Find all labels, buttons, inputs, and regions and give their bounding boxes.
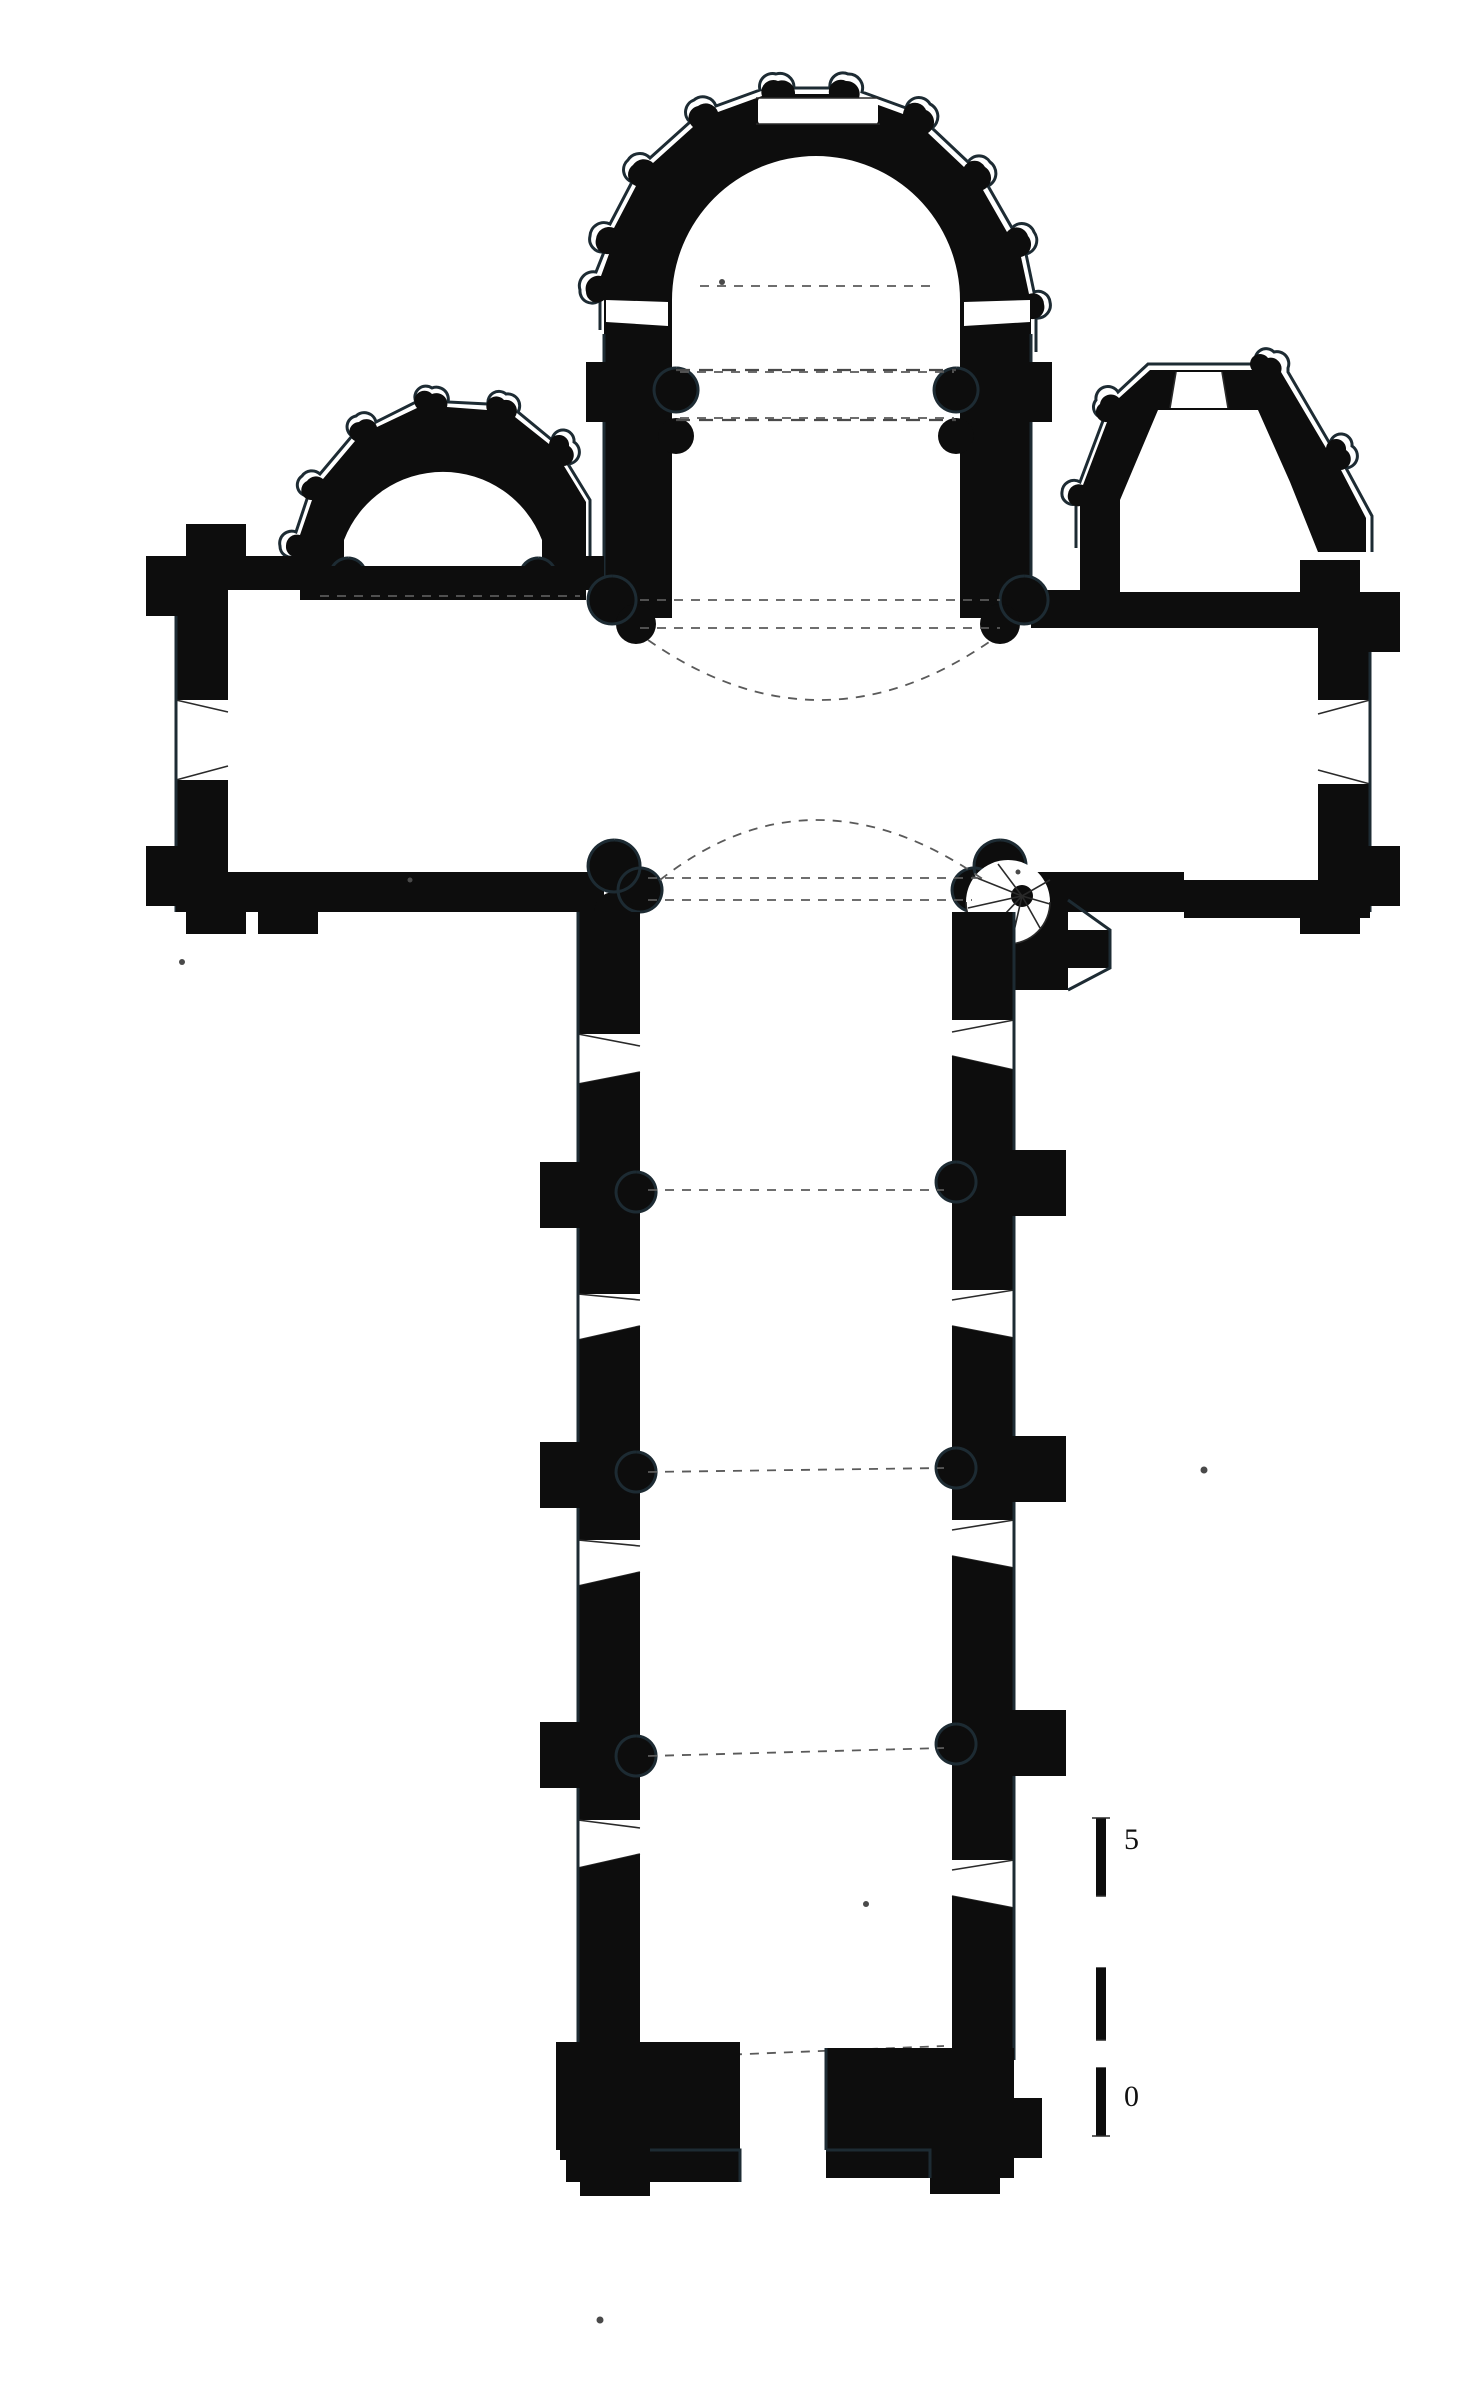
transept — [146, 524, 1400, 992]
nave-respond-e2 — [934, 1446, 978, 1490]
nave-respond-w1 — [614, 1170, 658, 1214]
transept-west-window — [175, 699, 229, 781]
nave-respond-w3 — [614, 1734, 658, 1778]
west-portal-block — [556, 2042, 1042, 2196]
main-apse-window — [756, 97, 880, 125]
crossing-pier-ne — [980, 574, 1050, 644]
nave-east-wall — [951, 912, 1016, 2060]
nave-respond-e3 — [934, 1722, 978, 1766]
stair-treads — [967, 863, 1051, 941]
nave-west-window-4 — [577, 1819, 641, 1869]
choir-respond-east — [932, 366, 980, 454]
crossing-pier-nw — [586, 574, 656, 644]
right-polygonal-chapel — [1060, 347, 1374, 600]
nave — [540, 912, 1066, 2060]
apse-wall-openings — [606, 300, 1030, 326]
nave-respond-w2 — [614, 1450, 658, 1494]
scale-bar-top-label: 5 — [1124, 1823, 1139, 1856]
scale-bar — [1092, 1817, 1110, 2137]
choir-bay — [586, 334, 1052, 618]
right-chapel-window — [1169, 371, 1229, 409]
transept-east-window — [1317, 699, 1371, 785]
nave-respond-e1 — [934, 1160, 978, 1204]
main-apse — [577, 71, 1052, 353]
scan-specks — [179, 279, 1208, 2324]
nave-responds — [614, 1160, 978, 1778]
choir-respond-west — [652, 366, 700, 454]
scale-bar-bottom-label: 0 — [1124, 2080, 1139, 2113]
vault-rib-lines — [320, 285, 1000, 901]
nave-buttresses — [540, 1150, 1066, 1788]
